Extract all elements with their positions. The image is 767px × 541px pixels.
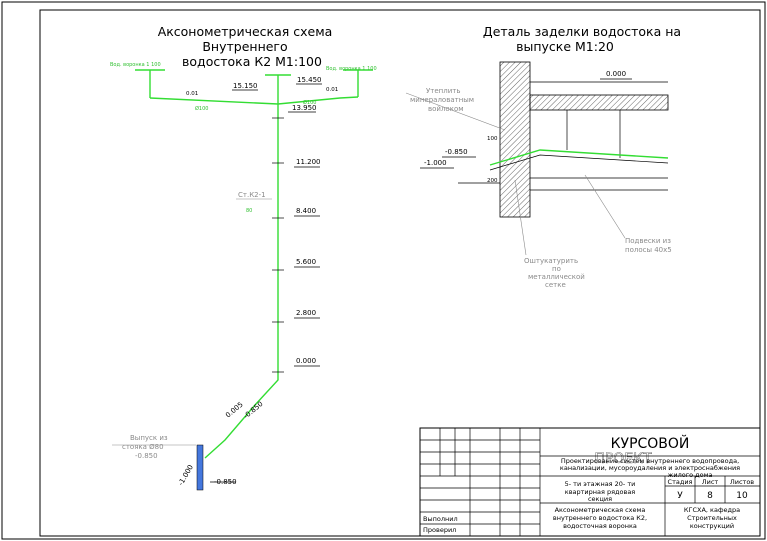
row-check: Проверил xyxy=(423,526,456,534)
outlet-label-1: Выпуск из xyxy=(130,434,168,442)
detail-dim-1: 100 xyxy=(487,136,498,142)
left-title-1: Аксонометрическая схема xyxy=(158,24,333,39)
detail-dim-2: 200 xyxy=(487,178,498,184)
outlet-pipe xyxy=(489,149,669,166)
detail-mark-a: -0.850 xyxy=(445,148,468,156)
plaster-leader xyxy=(514,179,527,256)
wall-section xyxy=(499,61,531,218)
outlet-slope-a: 0.005 xyxy=(224,401,244,420)
mark-15450: 15.450 xyxy=(297,76,322,84)
outlet-label-2: стояка Ø80 xyxy=(122,443,164,451)
val-stage: У xyxy=(677,491,683,501)
org-1: КГСХА, кафедра xyxy=(684,506,740,514)
stamp-frame xyxy=(419,427,761,537)
note-hangers-2: полосы 40х5 xyxy=(625,246,672,254)
outlet-slope-b: -0.850 xyxy=(242,400,264,421)
hangers-leader xyxy=(584,174,626,239)
project-desc-2: канализации, мусороудаления и электросна… xyxy=(560,464,740,472)
col-sheets: Листов xyxy=(730,478,754,486)
project-desc-3: жилого дома xyxy=(667,471,712,479)
pipe-tag-left: Ø100 xyxy=(195,105,208,112)
outlet-sleeve xyxy=(196,444,204,491)
mark-15150: 15.150 xyxy=(233,82,258,90)
slope-right: 0.01 xyxy=(326,87,338,93)
note-hangers-1: Подвески из xyxy=(625,237,671,245)
building-1: 5- ти этажная 20- ти xyxy=(565,480,636,488)
col-sheet: Лист xyxy=(702,478,719,486)
note-plaster-3: металлической xyxy=(528,273,585,281)
riser-sub: 80 xyxy=(246,208,252,214)
outlet-depth: -1.000 xyxy=(177,463,195,487)
note-insulate-3: войлоком xyxy=(428,105,464,113)
detail-mark-b: -1.000 xyxy=(424,159,447,167)
row-done: Выполнил xyxy=(423,515,458,523)
project-desc-1: Проектирование систем внутреннего водопр… xyxy=(561,457,739,465)
slope-left: 0.01 xyxy=(186,91,198,97)
sheet-desc-2: внутреннего водостока К2, xyxy=(553,514,647,522)
col-stage: Стадия xyxy=(668,478,693,486)
note-insulate-1: Утеплить xyxy=(426,87,460,95)
org-3: конструкций xyxy=(690,522,734,530)
mark-8400: 8.400 xyxy=(296,207,316,215)
left-title-3: водостока К2 М1:100 xyxy=(182,54,322,69)
outlet-label-3: -0.850 xyxy=(135,452,158,460)
outlet-detail: Деталь заделки водостока на выпуске М1:2… xyxy=(405,24,681,289)
val-sheets: 10 xyxy=(736,491,748,501)
stamp-big-title: КУРСОВОЙ xyxy=(611,434,690,452)
riser-label: Ст.К2-1 xyxy=(238,191,266,199)
floor-slab xyxy=(529,94,669,111)
insulate-leader xyxy=(405,92,506,131)
outlet-mark: -0.850 xyxy=(214,478,237,486)
note-plaster-2: по xyxy=(552,265,561,273)
title-block: КУРСОВОЙ ПРОЕКТ Проектирование систем вн… xyxy=(419,427,761,537)
funnel-label-left: Вод. воронка 1 100 xyxy=(110,62,161,68)
org-2: Строительных xyxy=(687,514,737,522)
mark-11200: 11.200 xyxy=(296,158,321,166)
right-title-2: выпуске М1:20 xyxy=(516,39,614,54)
roof-collector-pipe xyxy=(149,96,359,105)
left-title-2: Внутреннего xyxy=(202,39,287,54)
detail-mark-top: 0.000 xyxy=(606,70,626,78)
stamp-big-title-2: ПРОЕКТ xyxy=(594,451,652,467)
sheet-desc-3: водосточная воронка xyxy=(563,522,637,530)
riser-pipe xyxy=(204,104,279,459)
inner-frame xyxy=(39,9,761,537)
mark-2800: 2.800 xyxy=(296,309,316,317)
pipe-tag-right: Ø100 xyxy=(303,99,316,106)
mark-0000: 0.000 xyxy=(296,357,316,365)
right-title-1: Деталь заделки водостока на xyxy=(483,24,681,39)
building-3: секция xyxy=(588,495,612,503)
note-insulate-2: минераловатным xyxy=(410,96,474,104)
note-plaster-1: Оштукатурить xyxy=(524,257,578,265)
sheet-desc-1: Аксонометрическая схема xyxy=(555,506,646,514)
axonometric-scheme: Аксонометрическая схема Внутреннего водо… xyxy=(110,24,377,491)
building-2: квартирная рядовая xyxy=(565,488,636,496)
val-sheet: 8 xyxy=(707,491,713,501)
level-ticks xyxy=(272,117,284,373)
note-plaster-4: сетке xyxy=(545,281,566,289)
mark-13950: 13.950 xyxy=(292,104,317,112)
outlet-pipe-outline xyxy=(489,154,669,171)
mark-5600: 5.600 xyxy=(296,258,316,266)
funnel-label-right: Вод. воронка 1 100 xyxy=(326,66,377,72)
